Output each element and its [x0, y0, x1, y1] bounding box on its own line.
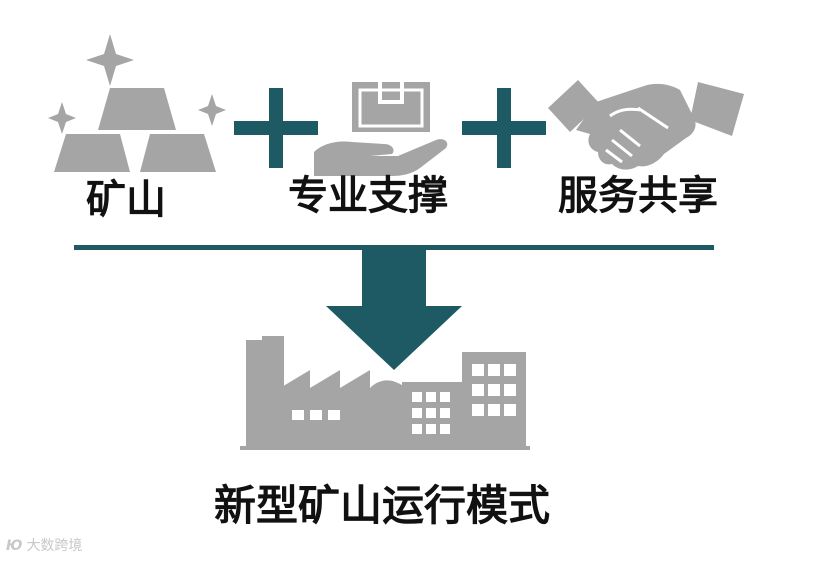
plus-operator-2: [462, 88, 546, 168]
plus-operator-1: [234, 88, 318, 168]
watermark-logo: Ю: [6, 538, 23, 554]
watermark-text: 大数跨境: [26, 538, 83, 554]
factory-icon: [240, 336, 530, 450]
result-title: 新型矿山运行模式: [214, 481, 551, 530]
label-mine: 矿山: [86, 177, 166, 223]
handshake-icon: [548, 80, 744, 170]
hand-holding-box-icon: [314, 82, 448, 176]
connector-line: [74, 245, 714, 250]
down-arrow-icon: [326, 248, 462, 370]
label-service-sharing: 服务共享: [558, 173, 718, 219]
label-professional-support: 专业支撑: [288, 173, 448, 219]
gold-bars-icon: [48, 34, 226, 172]
